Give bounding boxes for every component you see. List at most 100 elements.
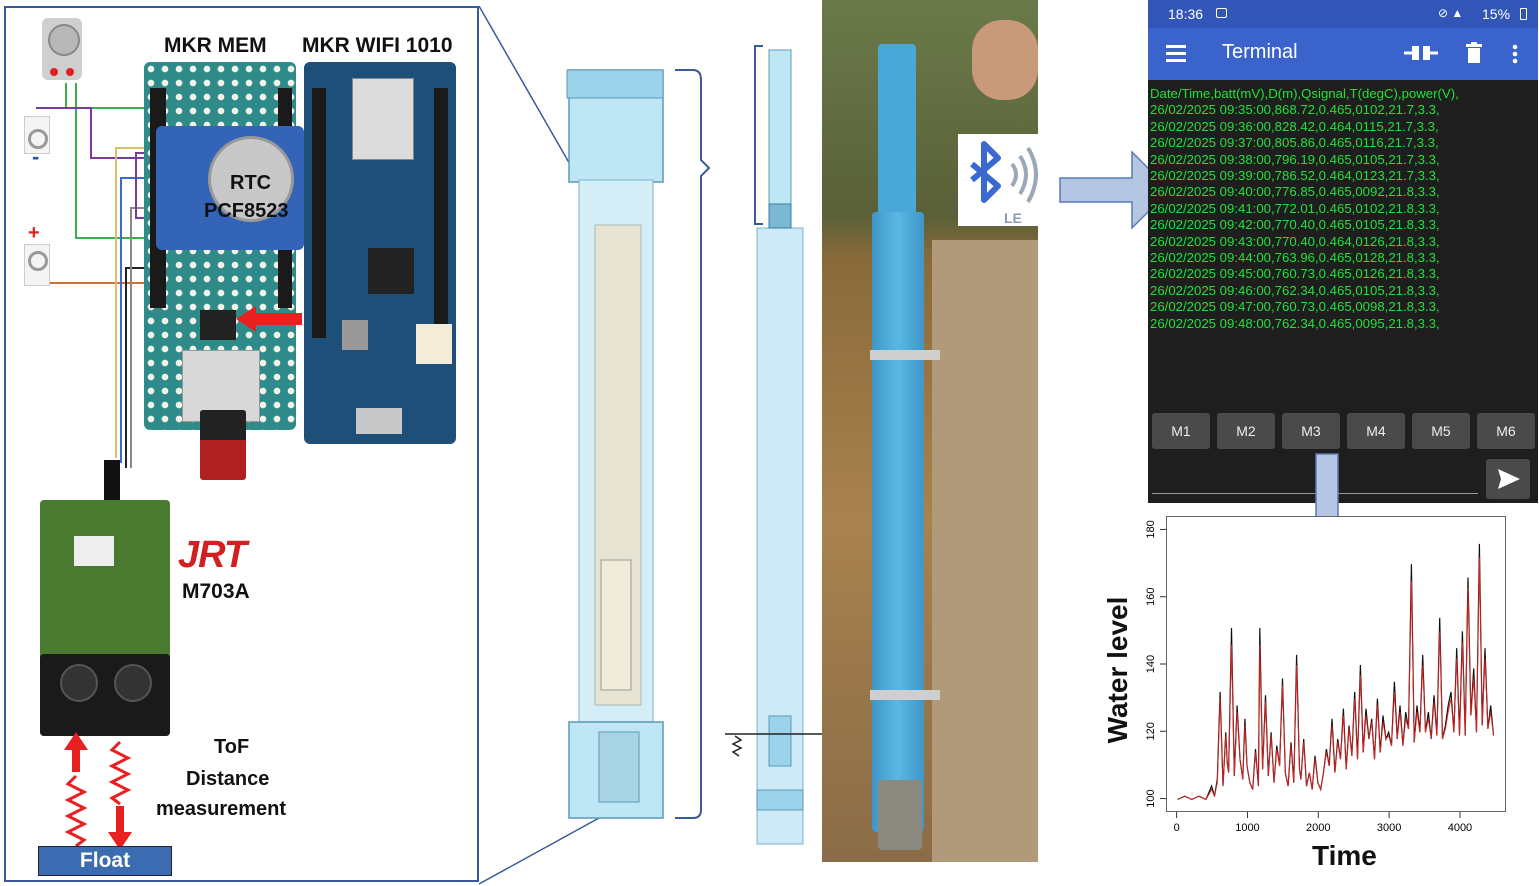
terminal-line: 26/02/2025 09:40:00,776.85,0.465,0092,21… — [1150, 184, 1440, 200]
float-label: Float — [79, 849, 131, 872]
macro-button-m6[interactable]: M6 — [1477, 413, 1535, 449]
more-options-icon[interactable] — [1512, 44, 1518, 64]
app-bar: Terminal — [1148, 28, 1538, 80]
command-input[interactable] — [1152, 493, 1478, 494]
pipe-upper — [878, 44, 916, 220]
terminal-line: 26/02/2025 09:42:00,770.40,0.465,0105,21… — [1150, 217, 1440, 233]
pipe-lower — [872, 212, 924, 832]
battery-connector — [416, 324, 452, 364]
y-tick-label: 180 — [1145, 520, 1157, 538]
macro-button-m2[interactable]: M2 — [1217, 413, 1275, 449]
x-tick-label: 4000 — [1448, 822, 1472, 834]
header-pins — [434, 88, 448, 338]
sensor-lens-housing — [40, 654, 170, 736]
chart-axes: 100 120 140 160 180 0 1000 2000 3000 4000 — [1145, 520, 1472, 834]
pipe-clamp — [870, 690, 940, 700]
coin-cell-icon — [208, 136, 294, 222]
macro-button-m4[interactable]: M4 — [1347, 413, 1405, 449]
lens-icon — [114, 664, 152, 702]
plus-label: + — [28, 222, 40, 244]
terminal-line: 26/02/2025 09:38:00,796.19,0.465,0105,21… — [1150, 151, 1440, 167]
bluetooth-le-icon: LE — [958, 134, 1054, 226]
tof-label: ToF — [214, 736, 250, 758]
sensor-model-label: M703A — [182, 580, 250, 603]
float-block: Float — [38, 846, 172, 876]
y-tick-label: 140 — [1145, 655, 1157, 673]
x-tick-label: 2000 — [1306, 822, 1330, 834]
arrow-icon — [236, 306, 302, 332]
distance-label: Distance — [186, 768, 270, 790]
terminal-line: 26/02/2025 09:41:00,772.01,0.465,0102,21… — [1150, 200, 1440, 216]
push-button-icon — [42, 18, 82, 80]
tof-signal-icon — [64, 732, 132, 850]
app-title: Terminal — [1222, 41, 1298, 63]
ble-le-label: LE — [1004, 210, 1022, 226]
chip-icon — [368, 248, 414, 294]
usb-port — [356, 408, 402, 434]
lens-icon — [60, 664, 98, 702]
component-icon — [342, 320, 368, 350]
menu-icon[interactable] — [1166, 45, 1186, 62]
concrete-wall — [932, 240, 1038, 862]
rtc-module — [156, 126, 304, 250]
x-tick-label: 1000 — [1235, 822, 1259, 834]
sd-card-icon — [200, 410, 246, 480]
water-level-chart — [1177, 543, 1495, 801]
header-pins — [312, 88, 326, 338]
hand-with-phone — [972, 20, 1038, 100]
x-tick-label: 0 — [1174, 822, 1180, 834]
send-button[interactable] — [1486, 459, 1530, 499]
y-tick-label: 120 — [1145, 722, 1157, 740]
pipe-base — [878, 780, 922, 850]
battery-level: 15% — [1482, 6, 1511, 22]
electronics-panel: - + MKR MEM RTC PCF8523 MKR WIFI 1010 JR… — [4, 6, 479, 882]
mkr-wifi-label: MKR WIFI 1010 — [302, 34, 453, 57]
field-photo — [822, 0, 1038, 862]
macro-button-m1[interactable]: M1 — [1152, 413, 1210, 449]
terminal-line: 26/02/2025 09:35:00,868.72,0.465,0102,21… — [1150, 102, 1440, 118]
image-icon — [1216, 8, 1227, 18]
phone-screen: 18:36 ⊘ ▲ 15% Terminal Date/Time,batt(mV… — [1148, 0, 1538, 503]
status-bar: 18:36 ⊘ ▲ 15% — [1148, 0, 1538, 28]
terminal-output: Date/Time,batt(mV),D(m),Qsignal,T(degC),… — [1150, 86, 1536, 332]
ring-terminal-icon — [24, 244, 50, 286]
terminal-line: 26/02/2025 09:37:00,805.86,0.465,0116,21… — [1150, 135, 1439, 151]
minus-label: - — [32, 144, 40, 169]
rtc-model-label: PCF8523 — [204, 200, 289, 222]
terminal-line: 26/02/2025 09:47:00,760.73,0.465,0098,21… — [1150, 299, 1440, 315]
terminal-line: 26/02/2025 09:46:00,762.34,0.465,0105,21… — [1150, 282, 1440, 298]
housing-drawing — [479, 5, 824, 885]
chip-label — [74, 536, 114, 566]
send-icon — [1498, 469, 1520, 489]
delete-icon[interactable] — [1466, 42, 1482, 64]
y-tick-label: 100 — [1145, 789, 1157, 807]
terminal-line: 26/02/2025 09:48:00,762.34,0.465,0095,21… — [1150, 315, 1440, 331]
terminal-line: 26/02/2025 09:45:00,760.73,0.465,0126,21… — [1150, 266, 1440, 282]
y-tick-label: 160 — [1145, 588, 1157, 606]
terminal-line: 26/02/2025 09:43:00,770.40,0.464,0126,21… — [1150, 233, 1440, 249]
battery-icon — [1520, 8, 1527, 20]
measurement-label: measurement — [156, 798, 287, 820]
connector-icon — [104, 460, 120, 512]
x-axis-title: Time — [1312, 840, 1377, 871]
chip-icon — [200, 310, 236, 340]
terminal-line: 26/02/2025 09:39:00,786.52,0.464,0123,21… — [1150, 168, 1440, 184]
terminal-line: 26/02/2025 09:36:00,828.42,0.464,0115,21… — [1150, 118, 1439, 134]
x-tick-label: 3000 — [1377, 822, 1401, 834]
connect-icon[interactable] — [1404, 42, 1438, 64]
sd-slot — [182, 350, 260, 422]
wifi-module — [352, 78, 414, 160]
jrt-logo: JRT — [178, 534, 247, 576]
macro-button-m5[interactable]: M5 — [1412, 413, 1470, 449]
series-line — [1177, 557, 1494, 801]
terminal-line: 26/02/2025 09:44:00,763.96,0.465,0128,21… — [1150, 250, 1440, 266]
ring-terminal-icon — [24, 116, 50, 154]
signal-icon: ⊘ ▲ — [1438, 6, 1464, 20]
mkr-mem-label: MKR MEM — [164, 34, 267, 57]
terminal-line: Date/Time,batt(mV),D(m),Qsignal,T(degC),… — [1150, 86, 1459, 101]
rtc-label: RTC — [230, 172, 272, 194]
chart-frame — [1166, 516, 1506, 812]
distance-sensor-board — [40, 500, 170, 736]
pipe-clamp — [870, 350, 940, 360]
macro-button-m3[interactable]: M3 — [1282, 413, 1340, 449]
